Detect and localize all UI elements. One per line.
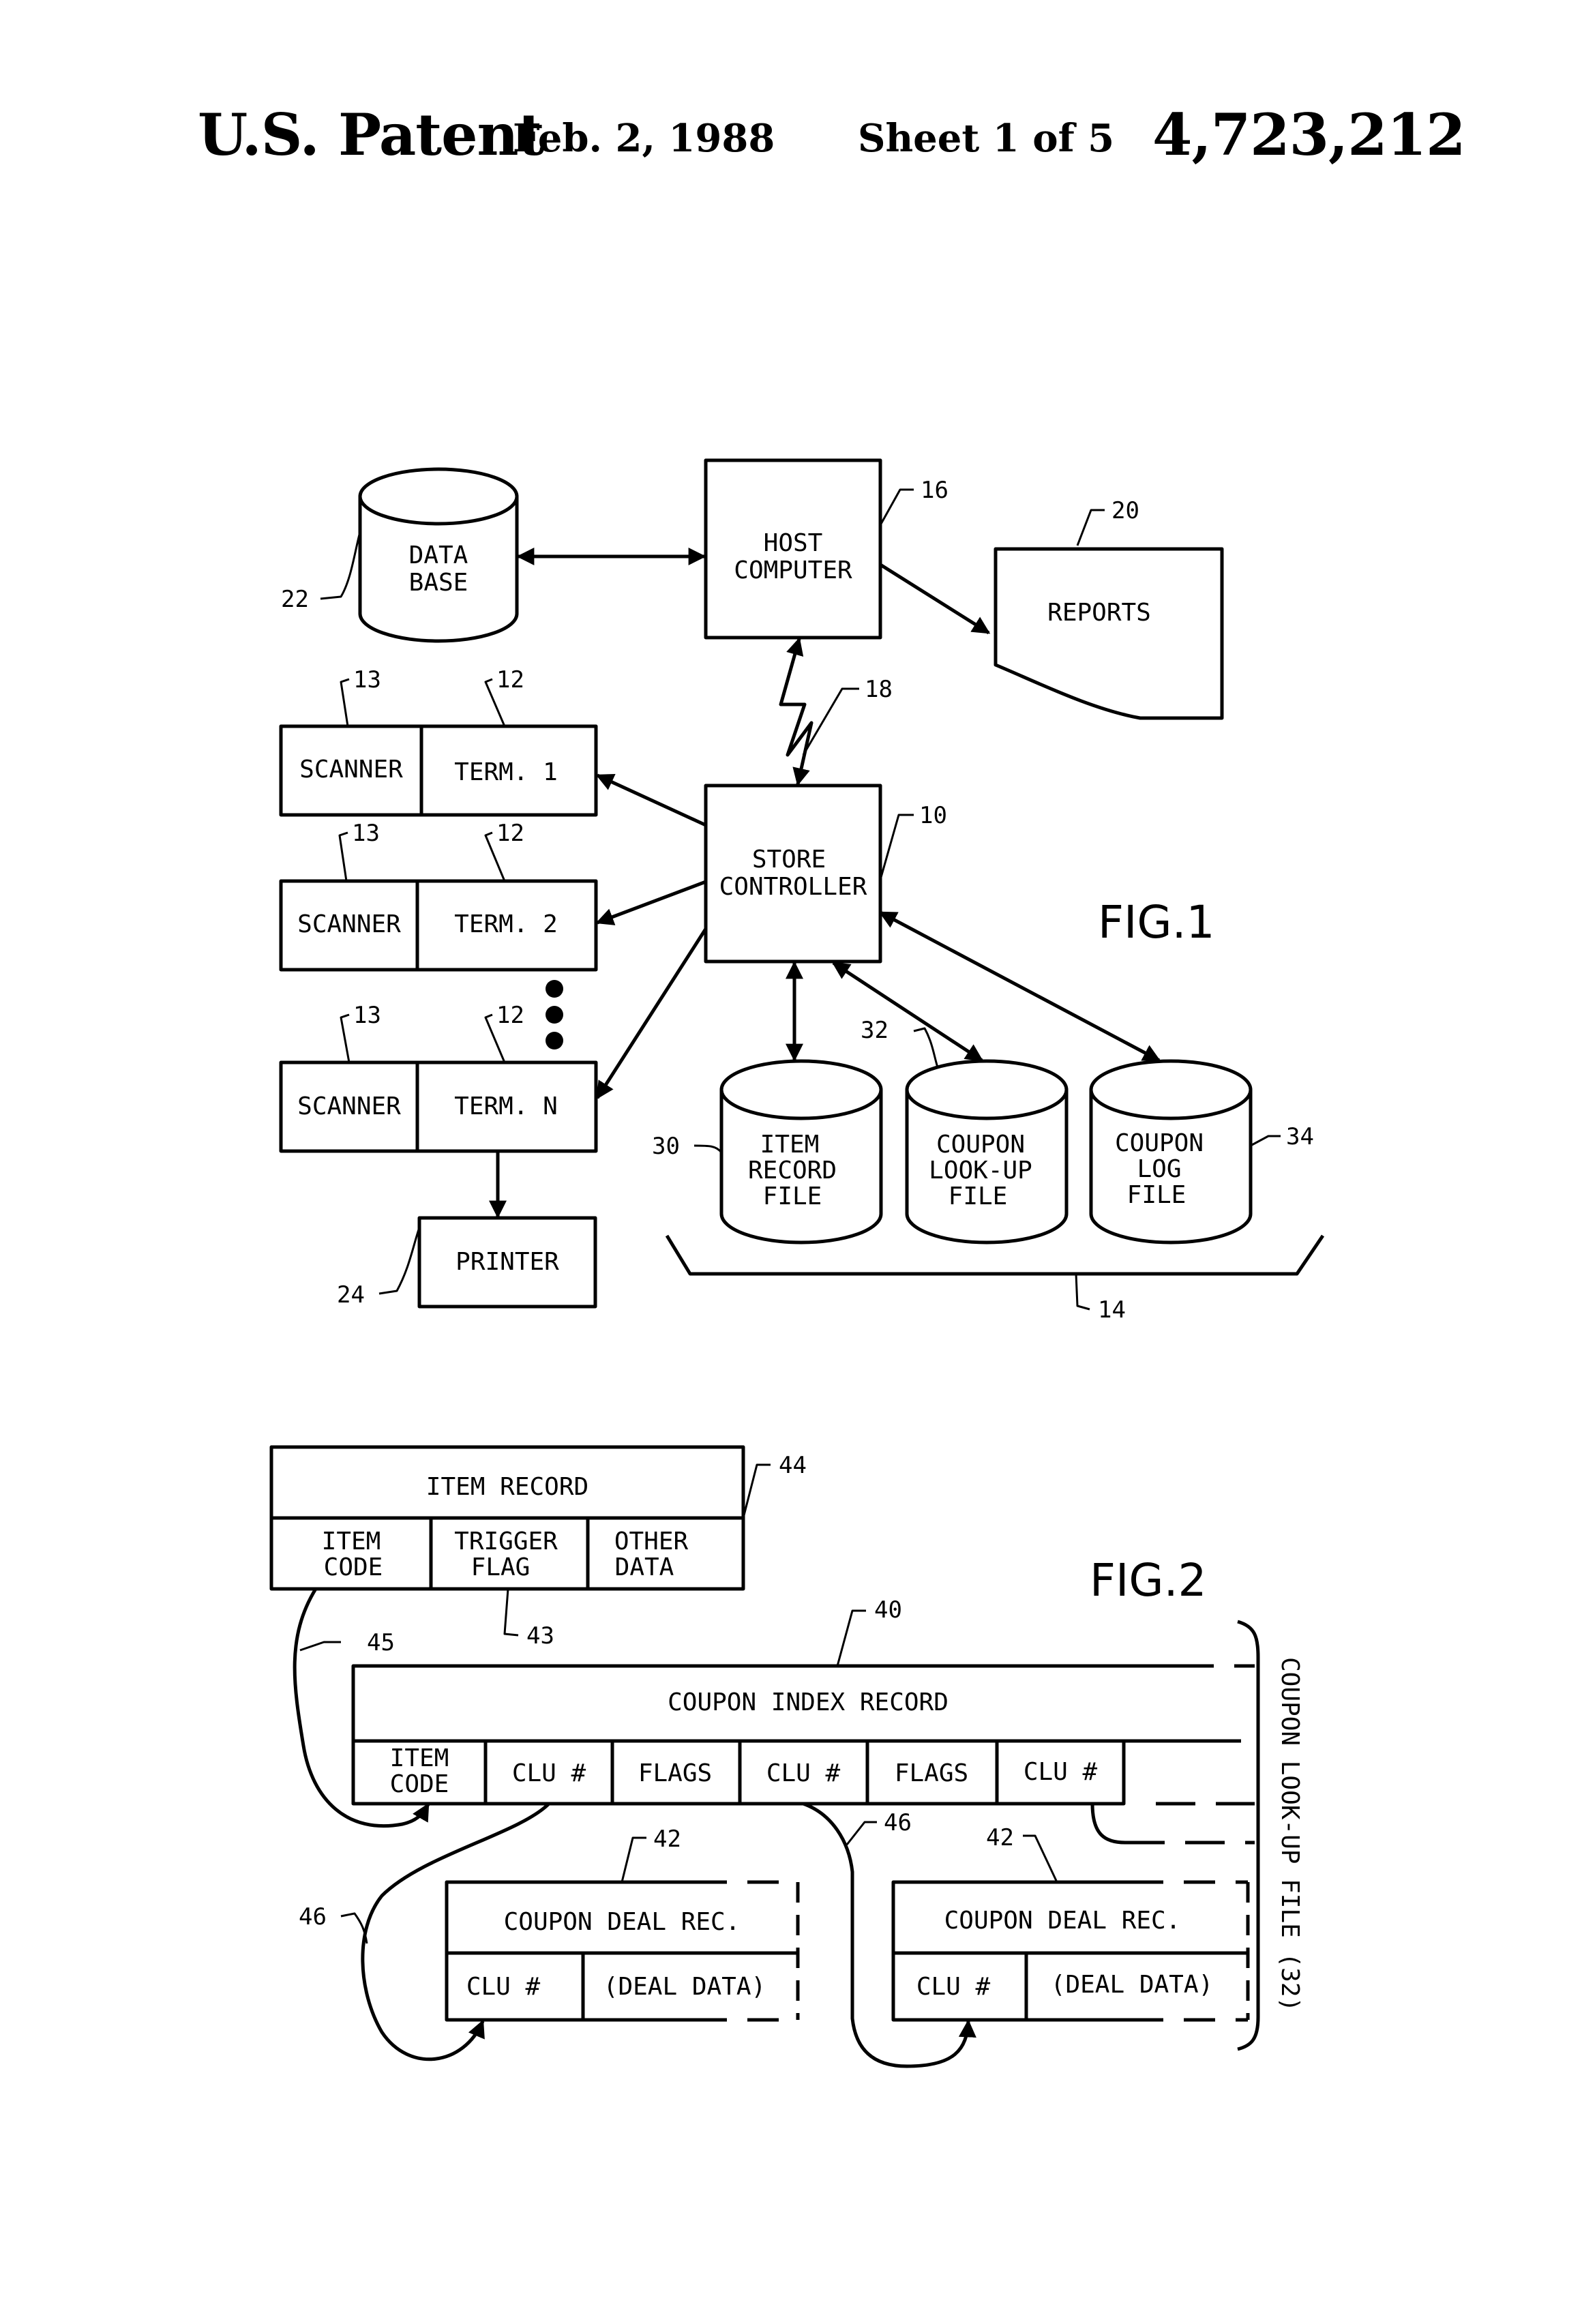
ref-item-record: 44 <box>779 1452 807 1479</box>
ref-deal-rec-right: 42 <box>986 1824 1014 1851</box>
ref-scanner-1: 13 <box>353 666 381 694</box>
fig2-diagram: ITEM RECORD ITEM CODE TRIGGER FLAG OTHER… <box>271 1447 1304 2066</box>
ref-coupon-log-file: 34 <box>1286 1123 1314 1150</box>
ref-files-group: 14 <box>1098 1296 1126 1324</box>
ref-scanner-2: 13 <box>352 820 380 847</box>
ref-pointer-46-right: 46 <box>884 1809 912 1836</box>
coupon-lookup-file-label-2: LOOK-UP <box>929 1157 1032 1185</box>
clu-number-label-3: CLU # <box>1024 1758 1098 1786</box>
ref-pointer-46-left: 46 <box>299 1903 327 1931</box>
fig1-diagram: DATA BASE HOST COMPUTER REPORTS STORE CO… <box>281 460 1323 1324</box>
ref-terminal-1: 12 <box>496 666 524 694</box>
ref-link: 18 <box>865 676 893 703</box>
store-controller-label-1: STORE <box>752 846 826 874</box>
coupon-deal-record-left: COUPON DEAL REC. CLU # (DEAL DATA) <box>447 1882 798 2020</box>
host-computer-box: HOST COMPUTER <box>706 460 880 638</box>
ref-reports: 20 <box>1111 497 1139 524</box>
printer-box: PRINTER <box>419 1218 595 1307</box>
deal-rec-right-data-label: (DEAL DATA) <box>1051 1971 1213 1999</box>
ref-index-record: 40 <box>874 1596 902 1624</box>
coupon-index-record-label: COUPON INDEX RECORD <box>668 1688 949 1716</box>
item-record-file-cylinder: ITEM RECORD FILE <box>721 1061 881 1242</box>
coupon-lookup-file-side-label: COUPON LOOK-UP FILE (32) <box>1276 1657 1304 2012</box>
other-data-label-2: DATA <box>615 1553 674 1581</box>
ref-store-controller: 10 <box>919 802 947 829</box>
printer-label: PRINTER <box>456 1248 559 1276</box>
scanner-2-label: SCANNER <box>297 910 401 938</box>
host-computer-label-1: HOST <box>764 529 823 557</box>
index-record-continuation <box>1125 1666 1255 1843</box>
index-item-code-label-2: CODE <box>390 1770 449 1798</box>
ref-item-record-file: 30 <box>652 1133 680 1160</box>
terminal-n-label: TERM. N <box>454 1092 558 1120</box>
item-record-file-label-3: FILE <box>763 1182 822 1210</box>
clu-number-label-2: CLU # <box>766 1759 841 1787</box>
terminal-2-label: TERM. 2 <box>454 910 558 938</box>
scanner-n-label: SCANNER <box>297 1092 401 1120</box>
index-item-code-label-1: ITEM <box>390 1744 449 1772</box>
ref-printer: 24 <box>337 1281 365 1309</box>
database-label-2: BASE <box>409 569 468 597</box>
ref-scanner-n: 13 <box>353 1002 381 1029</box>
database-cylinder: DATA BASE <box>360 469 517 641</box>
trigger-flag-label-1: TRIGGER <box>454 1528 558 1555</box>
coupon-lookup-file-cylinder: COUPON LOOK-UP FILE <box>907 1061 1066 1242</box>
ref-terminal-2: 12 <box>496 820 524 847</box>
coupon-index-record-box: COUPON INDEX RECORD ITEM CODE CLU # FLAG… <box>353 1666 1255 1843</box>
host-computer-label-2: COMPUTER <box>734 556 852 584</box>
fig1-title: FIG.1 <box>1098 896 1215 949</box>
ref-pointer-45: 45 <box>367 1629 395 1656</box>
ref-database: 22 <box>281 586 309 613</box>
coupon-log-file-cylinder: COUPON LOG FILE <box>1091 1061 1251 1242</box>
ref-coupon-lookup-file: 32 <box>861 1017 889 1044</box>
fig2-title: FIG.2 <box>1090 1554 1207 1607</box>
terminal-1-label: TERM. 1 <box>454 758 558 786</box>
clu-number-label-1: CLU # <box>512 1759 586 1787</box>
deal-rec-left-data-label: (DEAL DATA) <box>603 1973 766 2001</box>
item-record-file-label-1: ITEM <box>760 1131 820 1159</box>
reports-document: REPORTS <box>996 549 1222 718</box>
deal-rec-right-label: COUPON DEAL REC. <box>944 1907 1181 1935</box>
coupon-lookup-file-label-3: FILE <box>949 1182 1008 1210</box>
ref-host-computer: 16 <box>921 477 949 504</box>
flags-label-2: FLAGS <box>895 1759 968 1787</box>
flags-label-1: FLAGS <box>638 1759 712 1787</box>
coupon-log-file-label-3: FILE <box>1127 1181 1186 1209</box>
ref-deal-rec-left: 42 <box>653 1826 681 1853</box>
ref-trigger-flag: 43 <box>526 1622 554 1650</box>
other-data-label-1: OTHER <box>614 1528 689 1555</box>
coupon-log-file-label-2: LOG <box>1137 1155 1181 1183</box>
item-record-label: ITEM RECORD <box>426 1473 588 1501</box>
terminal-row-1: SCANNER TERM. 1 <box>281 726 596 815</box>
item-record-file-label-2: RECORD <box>748 1157 837 1185</box>
coupon-log-file-label-1: COUPON <box>1115 1129 1204 1157</box>
deal-rec-right-clu-label: CLU # <box>916 1973 991 2001</box>
deal-rec-left-label: COUPON DEAL REC. <box>504 1908 741 1936</box>
item-record-box: ITEM RECORD ITEM CODE TRIGGER FLAG OTHER… <box>271 1447 743 1589</box>
trigger-flag-label-2: FLAG <box>471 1553 531 1581</box>
database-label-1: DATA <box>409 541 468 569</box>
item-code-label-1: ITEM <box>322 1528 381 1555</box>
coupon-deal-record-right: COUPON DEAL REC. CLU # (DEAL DATA) <box>893 1882 1248 2020</box>
reports-label: REPORTS <box>1047 599 1151 627</box>
more-terminals-dots <box>546 980 563 1049</box>
deal-rec-left-clu-label: CLU # <box>466 1973 541 2001</box>
ref-terminal-n: 12 <box>496 1002 524 1029</box>
coupon-lookup-file-label-1: COUPON <box>936 1131 1025 1159</box>
terminal-row-n: SCANNER TERM. N <box>281 1062 596 1151</box>
item-code-label-2: CODE <box>324 1553 383 1581</box>
store-controller-box: STORE CONTROLLER <box>706 786 880 962</box>
store-controller-label-2: CONTROLLER <box>719 873 867 901</box>
terminal-row-2: SCANNER TERM. 2 <box>281 881 596 970</box>
scanner-1-label: SCANNER <box>299 756 403 784</box>
